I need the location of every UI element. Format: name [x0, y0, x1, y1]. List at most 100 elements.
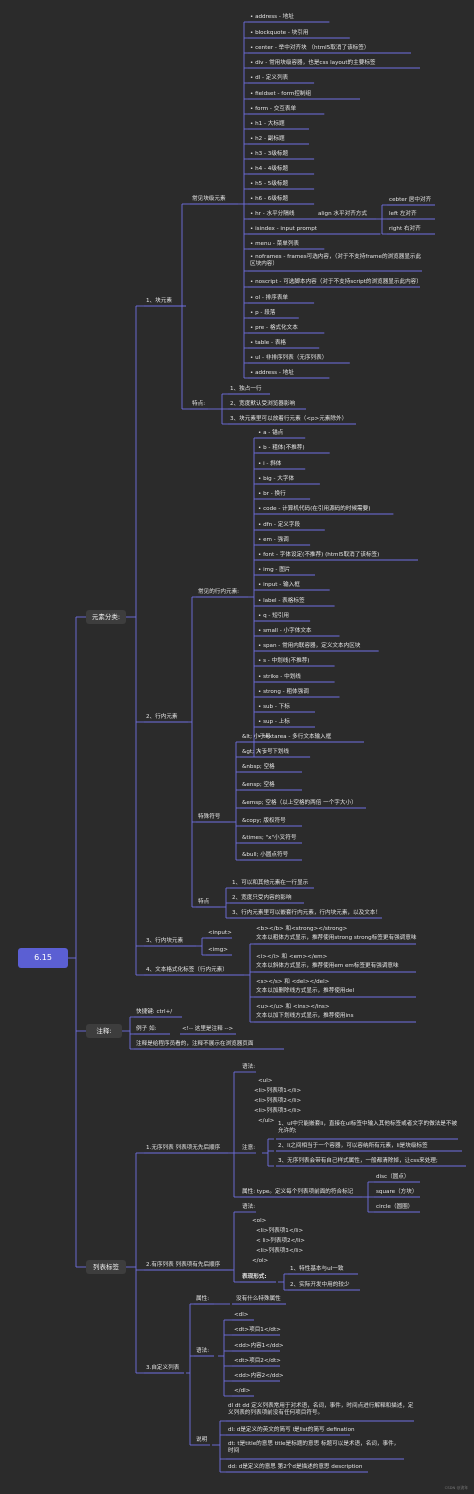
block-item: • h6 - 6级标题	[250, 196, 289, 202]
section-comment[interactable]: 注释:	[86, 1024, 122, 1038]
root-node[interactable]: 6.15	[18, 948, 68, 968]
section-classify[interactable]: 元素分类:	[86, 610, 126, 624]
ol-code: </ol>	[252, 1258, 269, 1264]
inline-item: • code - 计算机代码(在引用源码的时候需要)	[258, 506, 371, 512]
inline-features-label: 特点	[198, 899, 210, 905]
inline-item: • b - 粗体(不推荐)	[258, 445, 305, 451]
format-tag: <i></i> 和 <em></em>	[256, 954, 328, 960]
ul-code: <ul>	[258, 1078, 273, 1084]
inline-item: • s - 中划线(不推荐)	[258, 658, 310, 664]
ul-code: <li>列表项3</li>	[254, 1108, 302, 1114]
ol-code: <li>列表项1</li>	[256, 1228, 304, 1234]
dl-code: </dl>	[234, 1388, 251, 1394]
inline-item: • q - 短引用	[258, 613, 289, 619]
ol-code: <ol>	[252, 1218, 267, 1224]
inline-item: • a - 锚点	[258, 430, 284, 436]
block-feature: 1、独占一行	[230, 386, 262, 392]
format-desc: 文本以加删除线方式显示，推荐使用del	[256, 988, 355, 994]
block-item: • isindex - input prompt	[250, 226, 317, 232]
format-tag: <u></u> 和 <ins></ins>	[256, 1004, 330, 1010]
special-item: &emsp; 空格（以上空格的两倍 一个字大小）	[242, 800, 357, 806]
align-item: left 左对齐	[389, 211, 417, 217]
ol-label: 2.有序列表 列表项有先后顺序	[146, 1262, 221, 1268]
ul-code: </ul>	[258, 1118, 275, 1124]
inline-label: 2、行内元素	[146, 714, 178, 720]
inline-item: • dfn - 定义字段	[258, 522, 301, 528]
format-desc: 文本以粗体方式显示，推荐使用strong strong标签更有强调意味	[256, 935, 417, 941]
inline-item: • textarea - 多行文本输入框	[258, 734, 332, 740]
special-item: &copy; 版权符号	[242, 818, 286, 824]
inline-block-label: 3、行内块元素	[146, 938, 184, 944]
dl-code: <dd>内容2</dd>	[234, 1373, 284, 1379]
block-item: • ol - 排序表单	[250, 295, 289, 301]
block-item: • menu - 菜单列表	[250, 241, 300, 247]
inline-item: • input - 输入框	[258, 582, 300, 588]
block-item: • noframes - frames可选内容，（对于不支持frame的浏览器显…	[250, 254, 422, 267]
inline-block-item: <img>	[208, 947, 228, 953]
inline-item: • br - 换行	[258, 491, 286, 497]
ol-code: < li>列表项2</li>	[256, 1238, 305, 1244]
ol-tags-label: 表现形式:	[242, 1274, 267, 1280]
ul-attr-item: square（方块）	[376, 1189, 418, 1195]
block-features-label: 特点:	[192, 401, 206, 407]
dl-code: <dl>	[234, 1312, 249, 1318]
block-item: • blockquote - 块引用	[250, 30, 309, 36]
comment-example: <!-- 这里是注释 -->	[182, 1026, 234, 1032]
ul-syntax-label: 语法:	[242, 1064, 256, 1070]
inline-item: • strong - 粗体强调	[258, 689, 309, 695]
block-item: • h5 - 5级标题	[250, 181, 289, 187]
align-label: align 水平对齐方式	[318, 211, 367, 217]
inline-block-item: <input>	[208, 930, 232, 936]
special-item: &gt; 大于号	[242, 749, 273, 755]
special-item: &bull; 小圆点符号	[242, 852, 289, 858]
inline-item: • img - 图片	[258, 567, 291, 573]
align-item: right 右对齐	[389, 226, 421, 232]
inline-item: • strike - 中划线	[258, 674, 301, 680]
dl-note: dl dt dd 定义列表常用于对术语，名词，事件，时间点进行解释和描述，定义列…	[228, 1403, 414, 1416]
special-item: &lt; 小于号	[242, 734, 271, 740]
block-item: • h4 - 4级标题	[250, 166, 289, 172]
inline-item: • em - 强调	[258, 537, 289, 543]
ul-note: 2、li之间相当于一个容器，可以容纳所有元素，li是块级标签	[278, 1143, 428, 1149]
dl-syntax-label: 语法:	[196, 1348, 210, 1354]
block-feature: 2、宽度默认受浏览器影响	[230, 401, 296, 407]
block-common-label: 常见块级元素	[192, 196, 226, 202]
block-item: • dl - 定义列表	[250, 75, 289, 81]
inline-item: • big - 大字体	[258, 476, 295, 482]
block-item: • noscript - 可选脚本内容（对于不支持script的浏览器显示此内容…	[250, 279, 422, 285]
dl-note: dd: d是定义的意思 第2个d是描述的意思 description	[228, 1464, 363, 1470]
format-label: 4、文本格式化标签（行内元素）	[146, 967, 228, 973]
inline-common-label: 常见的行内元素:	[198, 589, 240, 595]
ol-syntax-label: 语法:	[242, 1204, 256, 1210]
special-item: &times; "x"小叉符号	[242, 835, 297, 841]
block-label: 1、块元素	[146, 298, 172, 304]
inline-item: • sub - 下标	[258, 704, 290, 710]
special-label: 特殊符号	[198, 814, 221, 820]
special-item: &ensp; 空格	[242, 782, 275, 788]
block-item: • address - 地址	[250, 370, 294, 376]
comment-note: 注释是给程序员看的，注释不展示在浏览器页面	[136, 1041, 254, 1047]
inline-item: • font - 字体设定(不推荐) (html5取消了该标签)	[258, 552, 380, 558]
ul-note-label: 注意:	[242, 1145, 256, 1151]
ul-code: <li>列表项2</li>	[254, 1098, 302, 1104]
block-item: • hr - 水平分隔线	[250, 211, 295, 217]
ul-label: 1.无序列表 列表项无先后顺序	[146, 1145, 221, 1151]
section-lists[interactable]: 列表标签	[86, 1260, 126, 1274]
ul-attr-label: 属性: type。定义每个列表项前面的符合标记	[242, 1189, 354, 1195]
dl-code: <dt>项目2</dt>	[234, 1358, 281, 1364]
watermark: CSDN @流年	[444, 1485, 468, 1490]
comment-example-label: 例子 如:	[136, 1026, 157, 1032]
inline-item: • small - 小字体文本	[258, 628, 312, 634]
dl-code: <dt>项目1</dt>	[234, 1327, 281, 1333]
block-feature: 3、块元素里可以放着行元素（<p>元素除外）	[230, 416, 348, 422]
inline-item: • u - 下划线	[258, 749, 289, 755]
block-item: • h1 - 大标题	[250, 121, 285, 127]
format-desc: 文本以加下划线方式显示，推荐使用ins	[256, 1013, 354, 1019]
block-item: • div - 常用块级容器，也是css layout的主要标签	[250, 60, 376, 66]
format-tag: <s></s> 和 <del></del>	[256, 979, 330, 985]
block-item: • fieldset - form控制组	[250, 91, 312, 97]
block-item: • pre - 格式化文本	[250, 325, 298, 331]
inline-item: • sup - 上标	[258, 719, 290, 725]
dl-attr: 没有什么特殊属性	[236, 1296, 281, 1302]
comment-shortcut: 快捷键: ctrl+/	[136, 1009, 173, 1015]
